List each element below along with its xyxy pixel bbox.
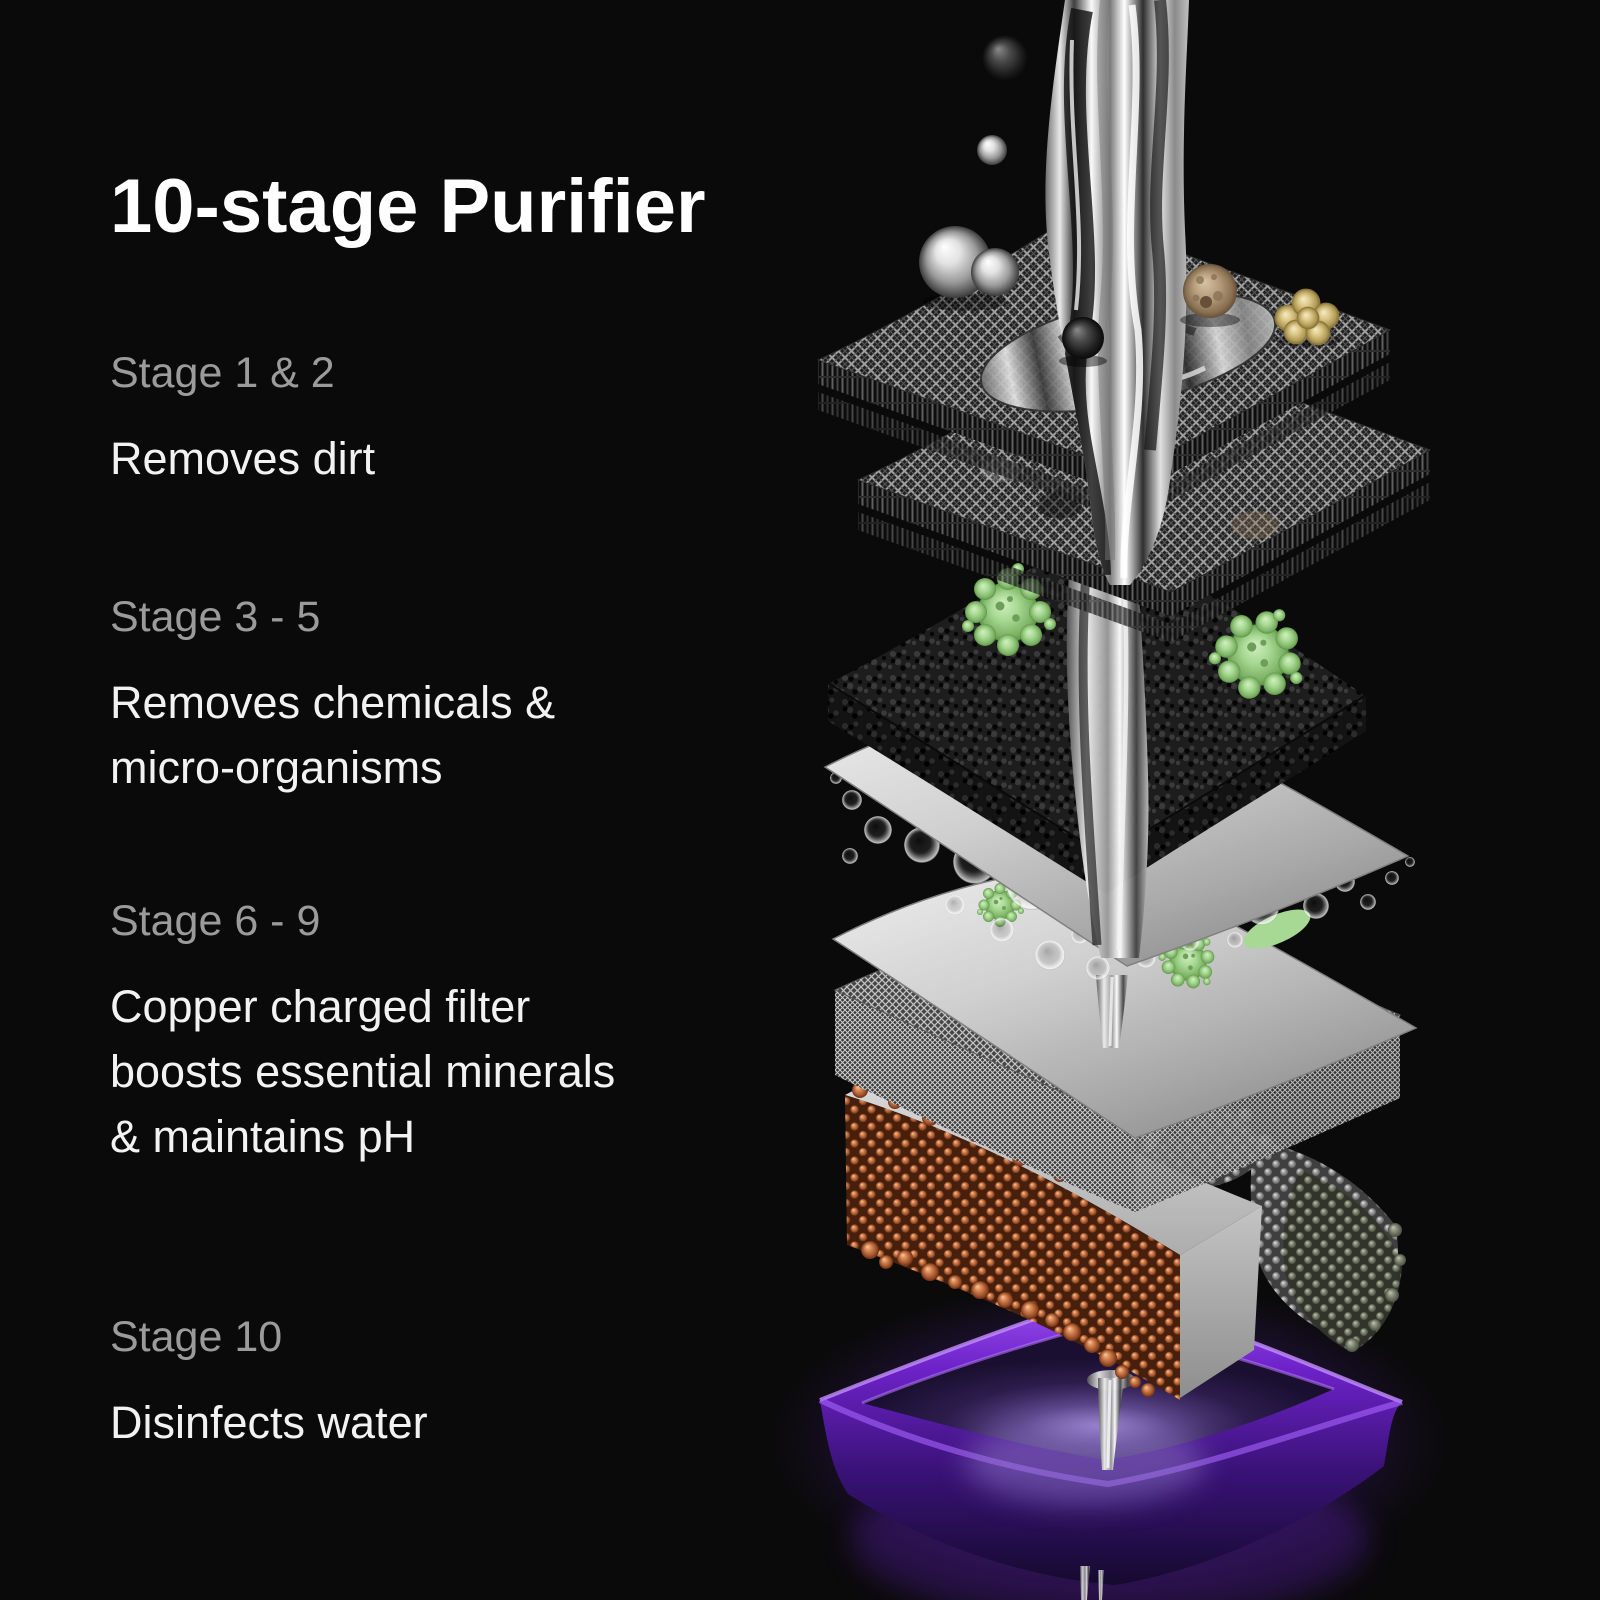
stage-1-2-section: Stage 1 & 2 Removes dirt [110, 348, 375, 491]
stage-6-9-description: Copper charged filter boosts essential m… [110, 980, 616, 1163]
sheet-pierce-stream [1096, 975, 1128, 1048]
tray-outlet-stream [1080, 1566, 1104, 1600]
dirt-particle [982, 35, 1028, 81]
stage-3-5-label: Stage 3 - 5 [110, 593, 321, 641]
sponge-through-stream [1066, 560, 1149, 958]
stage-10-label: Stage 10 [110, 1313, 283, 1361]
trapped-microbes [977, 880, 1311, 1001]
stage-1-2-label: Stage 1 & 2 [110, 349, 335, 397]
stage-10-description: Disinfects water [110, 1396, 428, 1448]
silver-particle [977, 135, 1007, 165]
stage-6-9-section: Stage 6 - 9 Copper charged filter boosts… [110, 896, 615, 1169]
sediment-particle [1183, 264, 1237, 318]
water-stream [979, 0, 1277, 585]
stage-1-2-description: Removes dirt [110, 432, 376, 484]
olive-bead-bed [1283, 1170, 1406, 1352]
dirt-particle [1062, 317, 1104, 359]
stage-10-section: Stage 10 Disinfects water [110, 1312, 428, 1455]
stage-6-9-label: Stage 6 - 9 [110, 897, 321, 945]
leaf-icon [1243, 909, 1311, 949]
stage-3-5-section: Stage 3 - 5 Removes chemicals & micro-or… [110, 592, 555, 800]
dirt-particles [919, 35, 1340, 367]
page-title: 10-stage Purifier [110, 163, 706, 249]
stage-3-5-description: Removes chemicals & micro-organisms [110, 676, 556, 793]
mineral-cluster-particle [1274, 288, 1340, 346]
